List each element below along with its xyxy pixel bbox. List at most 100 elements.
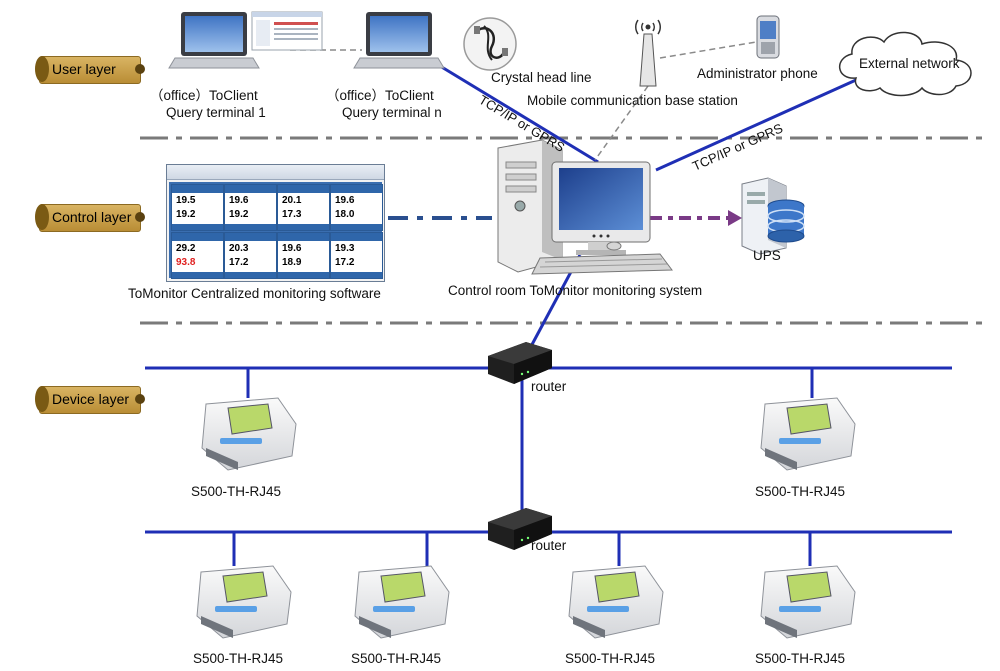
- database-icon: [767, 199, 805, 243]
- reading-cell-header: [278, 233, 329, 241]
- control-layer-label: Control layer: [52, 209, 132, 225]
- reading-cell: 19.6 18.9: [277, 232, 330, 279]
- terminaln-client-label: （office）ToClient: [326, 88, 434, 103]
- tag-knob: [35, 386, 49, 412]
- mobile-phone-icon: [756, 15, 780, 59]
- link-network-system: [655, 78, 857, 172]
- temperature-value: 19.6: [282, 243, 302, 254]
- user-layer-tag: User layer: [35, 56, 145, 84]
- monitoring-software-window: 19.5 19.2 19.6 19.2 20.1 17.3 19.6 18.0 29.2 93.8…: [166, 164, 385, 282]
- tag-pin: [135, 394, 145, 404]
- router-icon: [488, 342, 552, 384]
- crystal-head-label: Crystal head line: [491, 70, 592, 85]
- device-layer-label: Device layer: [52, 391, 130, 407]
- temperature-value: 20.1: [282, 195, 302, 206]
- reading-cell: 20.1 17.3: [277, 184, 330, 231]
- device-label: S500-TH-RJ45: [193, 651, 284, 666]
- temperature-value: 19.3: [335, 243, 355, 254]
- reading-cell-footer: [331, 224, 382, 230]
- humidity-value: 17.2: [229, 257, 249, 268]
- reading-cell-footer: [278, 272, 329, 278]
- monitor-icon: [551, 161, 651, 255]
- reading-cell: 19.5 19.2: [171, 184, 224, 231]
- link-basestation-phone: [659, 41, 757, 59]
- laptop-icon: [168, 12, 260, 69]
- software-toolbar: [167, 165, 384, 180]
- sensor-device-icon: [568, 565, 664, 639]
- reading-cell: 19.3 17.2: [330, 232, 383, 279]
- reading-cell-header: [331, 233, 382, 241]
- reading-cell-header: [331, 185, 382, 193]
- base-station-label: Mobile communication base station: [527, 93, 738, 108]
- terminal1-query-label: Query terminal 1: [166, 105, 266, 120]
- reading-cell-footer: [225, 272, 276, 278]
- device-label: S500-TH-RJ45: [191, 484, 282, 499]
- sensor-devices: [196, 397, 856, 639]
- antenna-icon: [635, 19, 661, 87]
- reading-cell: 19.6 18.0: [330, 184, 383, 231]
- humidity-value: 18.9: [282, 257, 302, 268]
- link-terminaln-system: [439, 64, 599, 164]
- humidity-value: 19.2: [176, 209, 196, 220]
- reading-cell-header: [172, 185, 223, 193]
- user-layer-label: User layer: [52, 61, 116, 77]
- tag-pin: [135, 212, 145, 222]
- device-layer-tag: Device layer: [35, 386, 145, 414]
- cloud-icon: [839, 31, 972, 97]
- reading-cell: 20.3 17.2: [224, 232, 277, 279]
- software-label: ToMonitor Centralized monitoring softwar…: [128, 286, 381, 301]
- temperature-value: 20.3: [229, 243, 249, 254]
- reading-cell: 29.2 93.8: [171, 232, 224, 279]
- admin-phone-label: Administrator phone: [697, 66, 818, 81]
- temperature-value: 29.2: [176, 243, 196, 254]
- humidity-value: 18.0: [335, 209, 355, 220]
- reading-cell-footer: [172, 272, 223, 278]
- device-label: S500-TH-RJ45: [565, 651, 656, 666]
- external-network-label: External network: [859, 56, 960, 71]
- reading-cell-header: [225, 185, 276, 193]
- tag-knob: [35, 56, 49, 82]
- router2-label: router: [531, 538, 567, 553]
- reading-cell-footer: [278, 224, 329, 230]
- humidity-value: 17.2: [335, 257, 355, 268]
- ups-label: UPS: [753, 248, 781, 263]
- reading-cell-header: [172, 233, 223, 241]
- device-label: S500-TH-RJ45: [755, 484, 846, 499]
- screenshot-thumbnail-icon: [251, 11, 323, 51]
- reading-cell-footer: [225, 224, 276, 230]
- reading-cell-header: [278, 185, 329, 193]
- laptop-icon: [353, 12, 445, 69]
- sensor-device-icon: [201, 397, 297, 471]
- router1-label: router: [531, 379, 567, 394]
- monitoring-system-label: Control room ToMonitor monitoring system: [448, 283, 703, 298]
- sensor-device-icon: [196, 565, 292, 639]
- reading-cell-header: [225, 233, 276, 241]
- tag-knob: [35, 204, 49, 230]
- sensor-device-icon: [760, 565, 856, 639]
- device-label: S500-TH-RJ45: [351, 651, 442, 666]
- humidity-value: 17.3: [282, 209, 302, 220]
- ethernet-cable-icon: [463, 17, 517, 71]
- link-basestation-system: [594, 85, 649, 161]
- terminaln-query-label: Query terminal n: [342, 105, 442, 120]
- software-readings-grid: 19.5 19.2 19.6 19.2 20.1 17.3 19.6 18.0 29.2 93.8…: [169, 182, 383, 279]
- reading-cell-footer: [172, 224, 223, 230]
- temperature-value: 19.5: [176, 195, 196, 206]
- tag-pin: [135, 64, 145, 74]
- reading-cell-footer: [331, 272, 382, 278]
- sensor-device-icon: [354, 565, 450, 639]
- reading-cell: 19.6 19.2: [224, 184, 277, 231]
- keyboard-icon: [531, 241, 673, 275]
- temperature-value: 19.6: [335, 195, 355, 206]
- humidity-value: 19.2: [229, 209, 249, 220]
- ups-arrowhead: [728, 210, 742, 226]
- humidity-value: 93.8: [176, 257, 196, 268]
- router-icon: [488, 508, 552, 550]
- terminal1-client-label: （office）ToClient: [150, 88, 258, 103]
- control-layer-tag: Control layer: [35, 204, 145, 232]
- device-label: S500-TH-RJ45: [755, 651, 846, 666]
- temperature-value: 19.6: [229, 195, 249, 206]
- sensor-device-icon: [760, 397, 856, 471]
